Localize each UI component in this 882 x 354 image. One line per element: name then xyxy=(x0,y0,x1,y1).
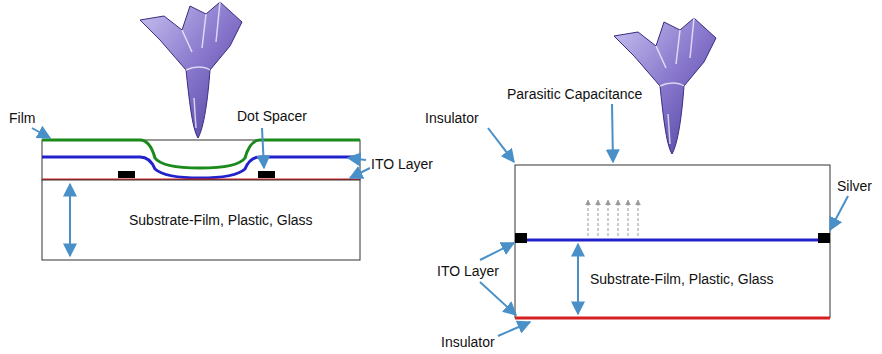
part-label: ITO Layer xyxy=(370,156,434,172)
part-label: Parasitic Capacitance xyxy=(506,86,643,102)
substrate-layer: Substrate-Film, Plastic, Glass xyxy=(515,242,830,316)
part-label: ITO Layer xyxy=(436,263,500,279)
part-label: Film xyxy=(8,110,36,126)
layer-label: Substrate-Film, Plastic, Glass xyxy=(590,271,774,287)
part-label: Insulator xyxy=(440,334,496,350)
part-label: Silver xyxy=(836,178,873,194)
substrate-layer: Substrate-Film, Plastic, Glass xyxy=(42,180,360,260)
part-label: Insulator xyxy=(424,110,480,126)
part-label: Dot Spacer xyxy=(236,108,308,124)
layer-label: Substrate-Film, Plastic, Glass xyxy=(129,212,313,228)
